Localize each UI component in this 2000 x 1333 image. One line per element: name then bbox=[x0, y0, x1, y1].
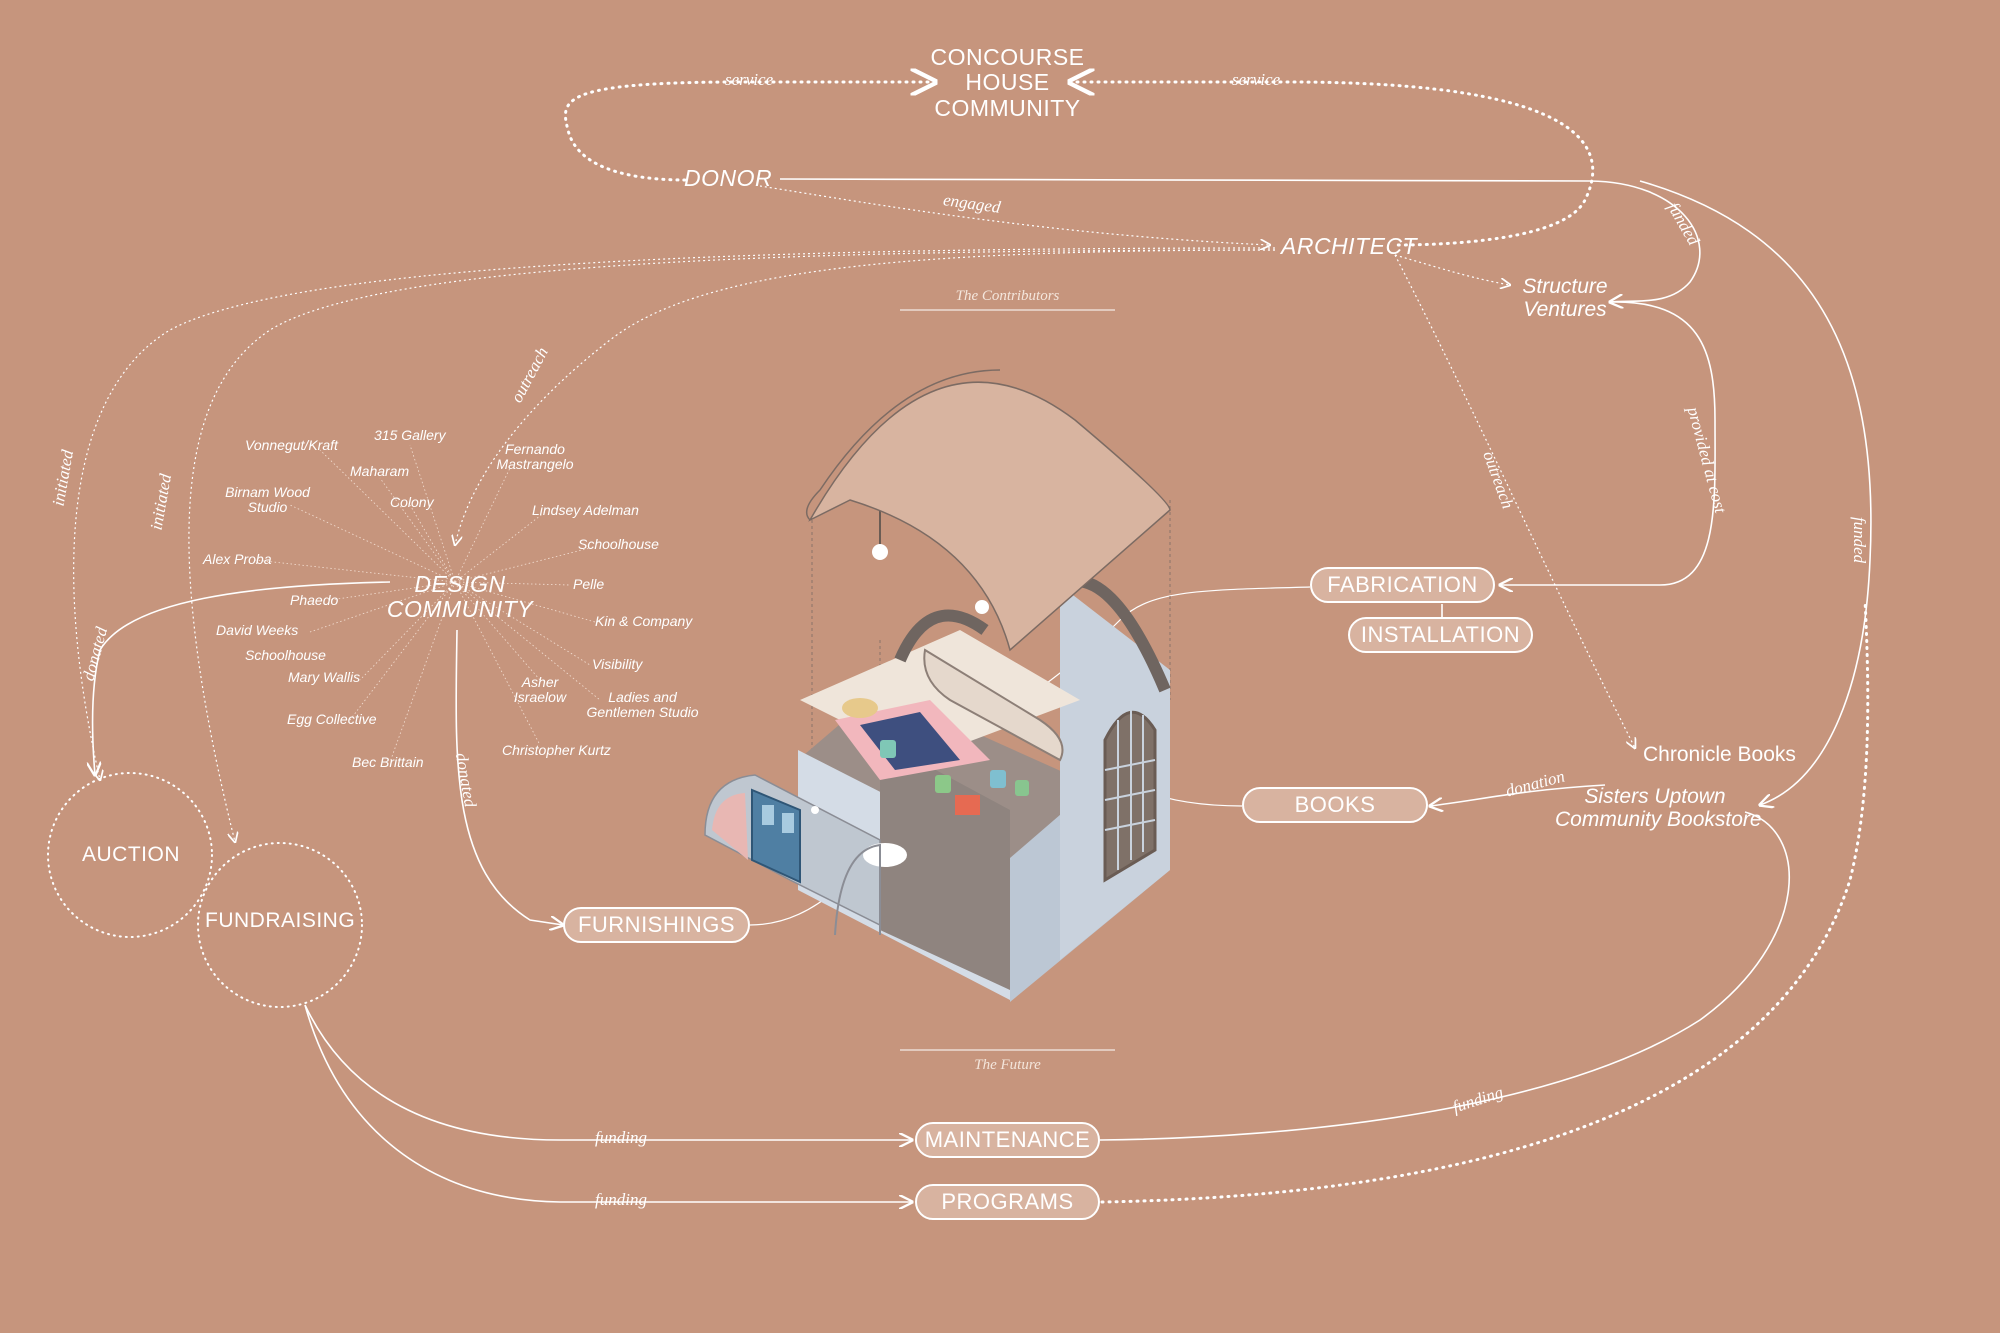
contributor-schoolhouse-2: Schoolhouse bbox=[245, 647, 326, 663]
structure-ventures-line-2: Ventures bbox=[1523, 298, 1607, 322]
contributor-315-gallery: 315 Gallery bbox=[374, 427, 446, 443]
bench bbox=[923, 648, 1064, 762]
concourse-line-1: CONCOURSE bbox=[930, 44, 1085, 70]
structure-ventures-line-1: Structure bbox=[1522, 275, 1608, 298]
contributor-mary-wallis: Mary Wallis bbox=[288, 669, 361, 685]
concourse-line-2: HOUSE bbox=[965, 69, 1050, 96]
edge-funding-right bbox=[1099, 811, 1790, 1141]
label-funding-maint: funding bbox=[595, 1128, 647, 1147]
contributor-visibility: Visibility bbox=[592, 656, 643, 672]
edge-donation bbox=[1430, 784, 1606, 806]
concourse-line-3: COMMUNITY bbox=[934, 94, 1081, 121]
edge-outreach-right bbox=[1394, 254, 1635, 748]
node-fundraising: FUNDRAISING bbox=[205, 909, 356, 932]
edge-funding-maint bbox=[304, 1004, 912, 1140]
contributor-vonnegut-kraft: Vonnegut/Kraft bbox=[245, 437, 338, 453]
pill-maintenance: MAINTENANCE bbox=[915, 1122, 1100, 1158]
contributor-schoolhouse-1: Schoolhouse bbox=[578, 536, 659, 552]
pendant-lamp bbox=[872, 544, 888, 560]
edge-donated-left bbox=[93, 581, 391, 775]
edge-arch-sv bbox=[1394, 254, 1510, 285]
pill-programs: PROGRAMS bbox=[915, 1184, 1100, 1220]
pill-furnishings: FURNISHINGS bbox=[563, 907, 750, 943]
pill-installation: INSTALLATION bbox=[1348, 617, 1533, 653]
contributor-lindsey-adelman: Lindsey Adelman bbox=[532, 502, 639, 518]
label-funding-programs: funding bbox=[595, 1190, 647, 1209]
contributor-david-weeks: David Weeks bbox=[216, 622, 299, 638]
sisters-uptown-line-1: Sisters Uptown bbox=[1584, 785, 1726, 808]
contributor-maharam: Maharam bbox=[350, 463, 410, 479]
edge-engaged bbox=[759, 185, 1270, 245]
contributor-pelle: Pelle bbox=[573, 576, 605, 592]
edge-donor-funded bbox=[779, 178, 1701, 302]
edge-programs-right bbox=[1100, 598, 1870, 1204]
contributor-colony: Colony bbox=[390, 494, 434, 510]
contributor-asher-israelow: Asher Israelow bbox=[513, 674, 567, 706]
design-community-line-1: DESIGN bbox=[414, 571, 506, 597]
node-structure-ventures: Structure Ventures bbox=[1510, 275, 1620, 321]
edge-funding-programs bbox=[304, 1004, 912, 1202]
label-service-right: service bbox=[1232, 70, 1281, 89]
contributor-alex-proba: Alex Proba bbox=[203, 551, 272, 567]
contributor-ladies-gentlemen: Ladies and Gentlemen Studio bbox=[586, 689, 699, 721]
arch-rib-1 bbox=[894, 609, 989, 663]
node-architect: ARCHITECT bbox=[1281, 233, 1418, 259]
contributor-kin-company: Kin & Company bbox=[595, 613, 693, 629]
node-chronicle-books: Chronicle Books bbox=[1643, 743, 1796, 766]
contributor-fernando-mastrangelo: Fernando Mastrangelo bbox=[496, 441, 574, 473]
contributor-phaedo: Phaedo bbox=[290, 592, 339, 608]
label-service-left: service bbox=[725, 70, 774, 89]
node-concourse-house-community: CONCOURSE HOUSE COMMUNITY bbox=[920, 44, 1095, 121]
fundraising-circle bbox=[197, 842, 363, 1008]
edge-funded-right bbox=[1639, 180, 1872, 805]
pill-fabrication: FABRICATION bbox=[1310, 567, 1495, 603]
node-auction: AUCTION bbox=[82, 843, 180, 866]
contributor-christopher-kurtz: Christopher Kurtz bbox=[502, 742, 611, 758]
auction-circle bbox=[47, 772, 213, 938]
node-sisters-uptown: Sisters Uptown Community Bookstore bbox=[1555, 785, 1762, 832]
sisters-uptown-line-2: Community Bookstore bbox=[1555, 808, 1762, 832]
contributor-egg-collective: Egg Collective bbox=[287, 711, 377, 727]
caption-contributors: The Contributors bbox=[955, 288, 1060, 304]
node-donor: DONOR bbox=[684, 165, 773, 191]
node-design-community: DESIGN COMMUNITY bbox=[385, 571, 535, 623]
contributor-bec-brittain: Bec Brittain bbox=[352, 754, 424, 770]
edge-donated-center bbox=[455, 629, 563, 925]
contributor-birnam-wood: Birnam Wood Studio bbox=[225, 484, 310, 516]
contributor-spokes bbox=[254, 444, 601, 763]
pill-books: BOOKS bbox=[1242, 787, 1428, 823]
caption-future: The Future bbox=[974, 1057, 1041, 1073]
loop-service bbox=[563, 82, 935, 182]
edge-initiated-outer bbox=[73, 247, 1276, 780]
label-funded-right: funded bbox=[1850, 516, 1870, 564]
design-community-line-2: COMMUNITY bbox=[386, 596, 534, 623]
roof-canopy bbox=[808, 381, 1171, 652]
edge-outreach-left bbox=[455, 249, 1276, 545]
edge-provided bbox=[1500, 301, 1716, 585]
